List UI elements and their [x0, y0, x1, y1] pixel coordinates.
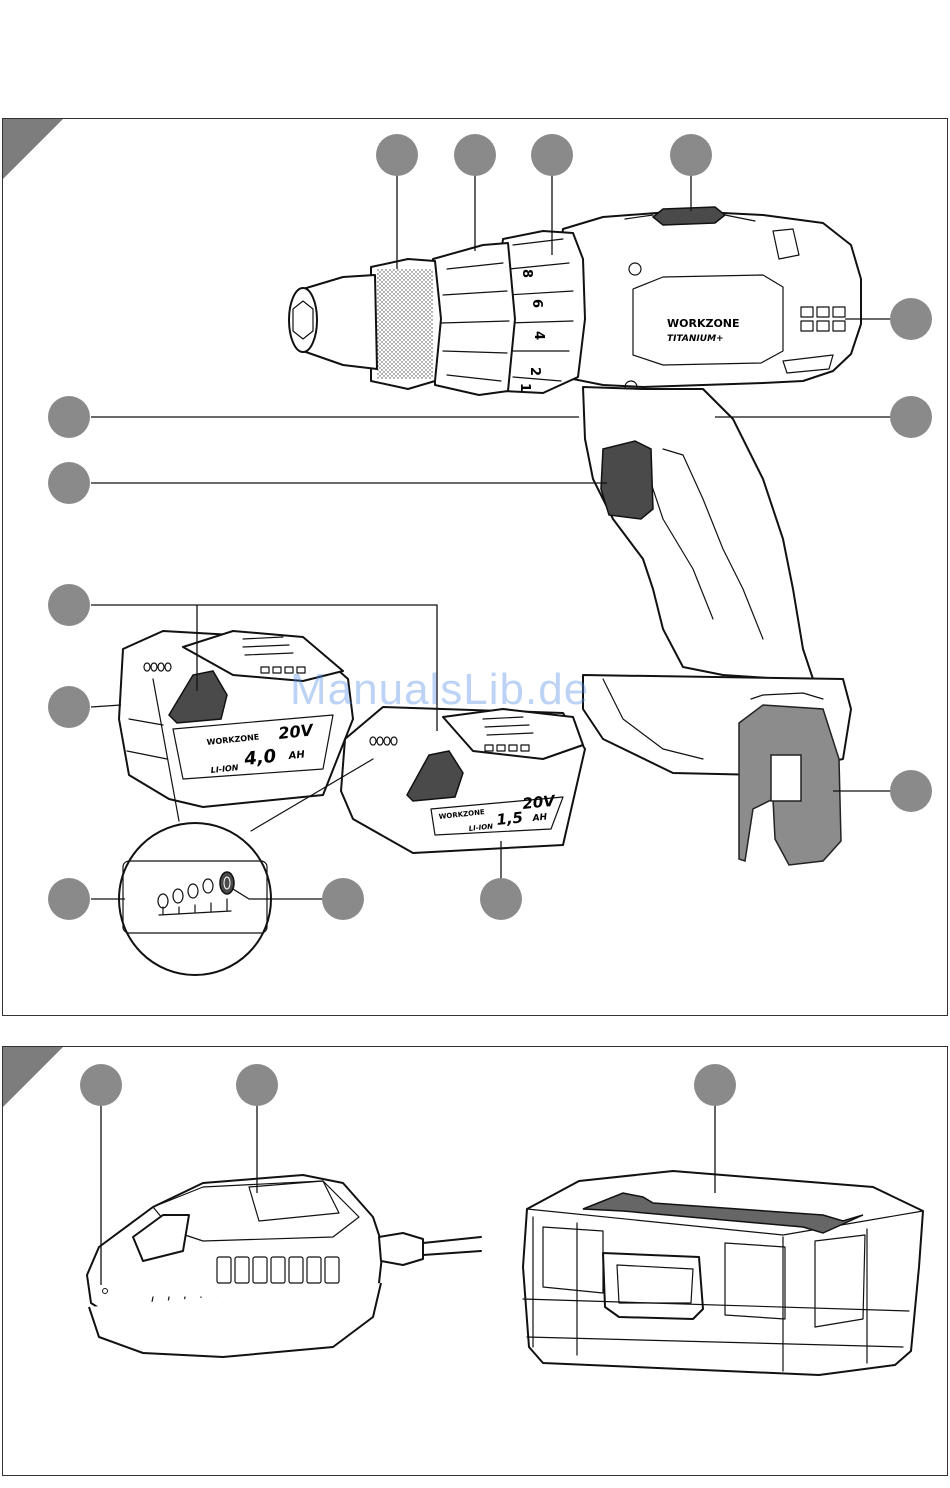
battery-large-capacity: 4,0 — [242, 746, 277, 770]
battery-charge-test-button — [220, 872, 234, 894]
dial-number-4: 4 — [531, 331, 546, 340]
trigger-switch — [601, 441, 653, 519]
figure-panel-accessories — [2, 1046, 948, 1476]
callout-marker — [48, 878, 90, 920]
callout-marker — [376, 134, 418, 176]
dial-number-6: 6 — [529, 299, 544, 308]
drill-illustration: WORKZONE TITANIUM+ 8 6 4 2 — [3, 119, 949, 1017]
battery-small-voltage: 20V — [522, 792, 558, 813]
battery-large-voltage: 20V — [277, 720, 315, 743]
callout-marker — [694, 1064, 736, 1106]
callout-marker — [531, 134, 573, 176]
panel-corner-marker — [3, 119, 63, 179]
battery-small: WORKZONE 20V 1,5 AH LI-ION — [341, 707, 585, 853]
callout-marker — [236, 1064, 278, 1106]
accessories-illustration — [3, 1047, 949, 1477]
watermark: ManualsLib.de — [290, 665, 589, 715]
battery-large-unit: AH — [287, 749, 306, 762]
callout-marker — [890, 396, 932, 438]
callout-marker — [890, 298, 932, 340]
callout-marker — [48, 462, 90, 504]
direction-switch — [653, 207, 725, 225]
battery-small-capacity: 1,5 — [496, 808, 524, 829]
callout-marker — [48, 686, 90, 728]
dial-number-2: 2 — [527, 367, 542, 376]
callout-marker — [480, 878, 522, 920]
dial-number-8: 8 — [519, 269, 534, 278]
battery-small-unit: AH — [531, 812, 548, 824]
battery-large: WORKZONE 20V 4,0 AH LI-ION — [119, 631, 353, 807]
callout-marker — [322, 878, 364, 920]
charger — [87, 1175, 481, 1357]
callout-marker — [454, 134, 496, 176]
callout-marker — [670, 134, 712, 176]
callout-marker — [80, 1064, 122, 1106]
chuck-knurl — [377, 269, 433, 379]
carry-case — [523, 1171, 923, 1375]
dial-number-1: 1 — [517, 383, 532, 392]
callout-marker — [890, 770, 932, 812]
drill-brand-text: WORKZONE — [667, 317, 740, 330]
callout-marker — [48, 584, 90, 626]
figure-panel-drill: WORKZONE TITANIUM+ 8 6 4 2 — [2, 118, 948, 1016]
callout-markers-accessories — [80, 1064, 736, 1106]
drill-sub-brand-text: TITANIUM+ — [667, 334, 724, 344]
panel-corner-marker — [3, 1047, 63, 1107]
callout-marker — [48, 396, 90, 438]
